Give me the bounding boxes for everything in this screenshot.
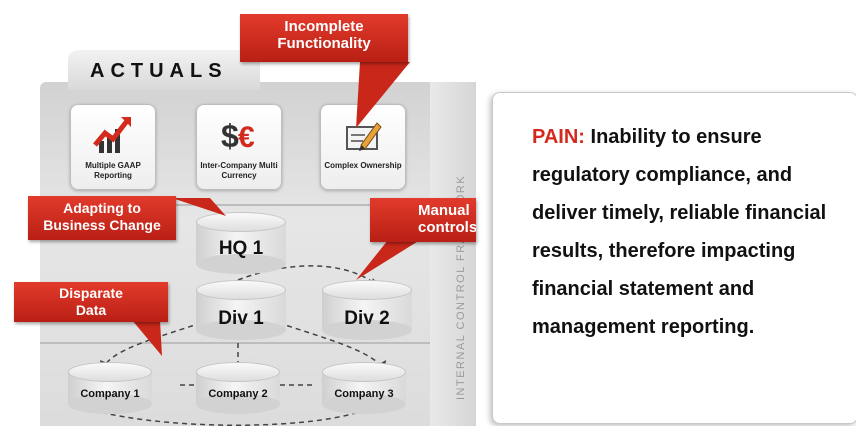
card-label: Inter-Company Multi Currency [200,161,278,180]
div1-database: Div 1 [196,280,286,340]
pencil-form-icon [346,122,382,151]
svg-text:€: € [238,121,255,154]
company1-database: Company 1 [68,362,152,414]
company2-label: Company 2 [208,388,268,400]
callout-incomplete-functionality: Incomplete Functionality [240,14,408,62]
svg-text:$: $ [221,118,239,154]
company3-label: Company 3 [334,388,394,400]
divider [40,204,430,206]
pain-statement: PAIN: Inability to ensure regulatory com… [532,118,852,346]
callout-disparate-data: Disparate Data [14,282,168,322]
card-label: Multiple GAAP Reporting [85,161,141,180]
pain-label: PAIN: [532,126,585,148]
callout-text: Incomplete Functionality [277,18,371,52]
card-label: Complex Ownership [324,161,402,170]
callout-adapting: Adapting to Business Change [28,196,176,240]
company2-database: Company 2 [196,362,280,414]
currency-icon: $ € [221,118,255,154]
actuals-title: ACTUALS [90,60,228,82]
chart-up-icon [93,117,131,153]
div2-label: Div 2 [344,308,390,329]
company1-label: Company 1 [80,388,140,400]
pain-description: Inability to ensure regulatory complianc… [532,126,827,338]
div1-label: Div 1 [218,308,264,329]
internal-controls-strip [430,82,476,426]
hq-database: HQ 1 [196,212,286,274]
div2-database: Div 2 [322,280,412,340]
company3-database: Company 3 [322,362,406,414]
complex-ownership-card: Complex Ownership [320,104,406,190]
actuals-tab [68,50,260,90]
pain-box [492,92,856,424]
divider [40,342,430,344]
multiple-gaap-card: Multiple GAAP Reporting [70,104,156,190]
inter-company-card: $ € Inter-Company Multi Currency [196,104,282,190]
hq-label: HQ 1 [218,238,264,259]
callout-text: Disparate Data [59,285,123,318]
callout-text: Manual controls [418,202,476,236]
callout-text: Adapting to Business Change [43,200,161,233]
callout-manual-controls: Manual controls [370,198,476,242]
